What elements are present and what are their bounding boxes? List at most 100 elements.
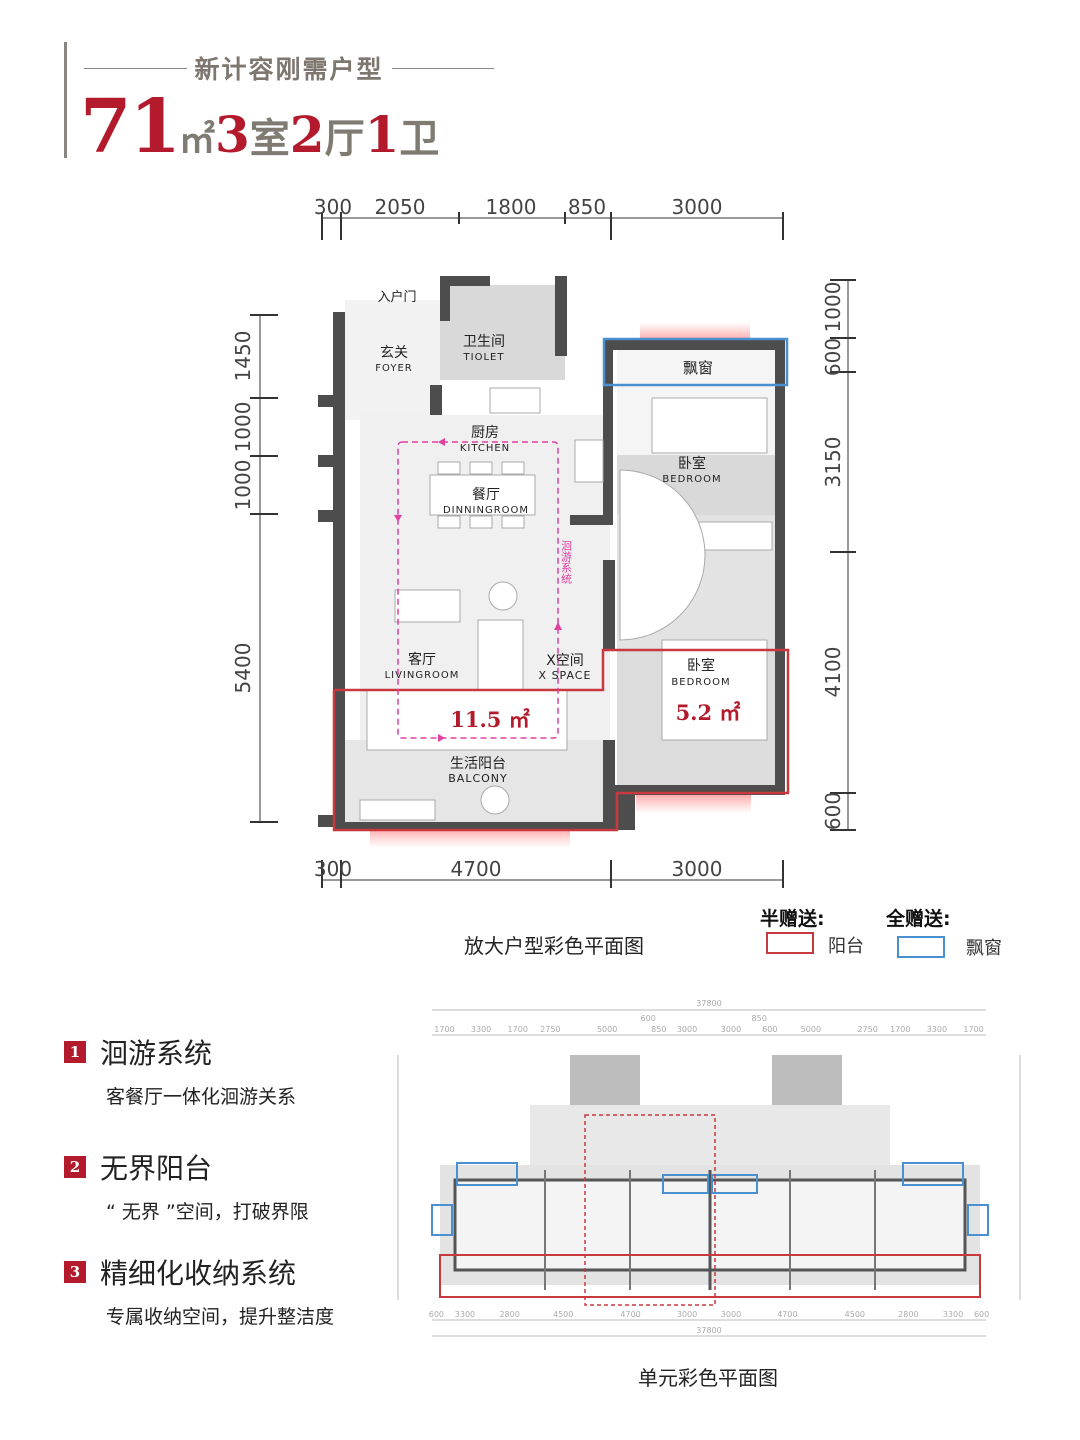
dim-label: 600 [821,792,845,830]
dim-label: 300 [314,195,352,219]
feature-item: 2 无界阳台 “ 无界 ”空间，打破界限 [64,1147,309,1224]
label-entry: 入户门 [377,289,416,305]
label-toilet-en: TIOLET [463,352,505,363]
unit-dim-label: 600 [974,1310,989,1319]
bay-window-outline [602,337,789,387]
label-toilet: 卫生间 [463,334,505,350]
divider-line [391,67,495,69]
unit-dim-total: 37800 [696,999,721,1008]
label-balcony: 生活阳台 [450,756,506,772]
loop-path [397,441,559,739]
unit-dim-label: 3300 [455,1310,475,1319]
divider-line [84,67,187,69]
unit-dim-label: 5000 [597,1025,617,1034]
dim-label: 3000 [672,857,723,881]
page-title: 71 ㎡ 3 室 2 厅 1 卫 [80,84,439,170]
dim-label: 850 [568,195,606,219]
unit-plan: 1700 3300 1700 2750 5000 600 850 3000 3000 850 600… [397,999,1021,1337]
label-kitchen: 厨房 [471,425,499,441]
dim-label: 2050 [375,195,426,219]
unit-dim-label: 1700 [963,1025,983,1034]
legend-full-item: 飘窗 [966,938,1002,959]
label-dining: 餐厅 [472,487,500,503]
dim-label: 300 [314,857,352,881]
unit-dim-label: 3000 [677,1025,697,1034]
unit-bay-windows [431,1162,989,1236]
window-glow [640,322,750,340]
subtitle-row: 新计容刚需户型 [84,50,495,86]
unit-dim-label: 850 [651,1025,666,1034]
feature-desc: 客餐厅一体化洄游关系 [106,1086,297,1108]
label-foyer: 玄关 [380,344,408,361]
label-bedroom-2: 卧室 [687,657,715,674]
legend-half-swatch [766,932,814,954]
area-value: 71 [80,84,181,170]
unit-dim-total: 37800 [696,1326,721,1335]
feature-number: 2 [64,1156,86,1178]
unit-dim-label: 1700 [508,1025,528,1034]
unit-dim-label: 3000 [721,1310,741,1319]
label-loop: 洄游系统 [560,540,573,584]
unit-dim-label: 4500 [845,1310,865,1319]
baths-label: 卫 [399,115,440,162]
legend-full-title: 全赠送: [886,908,951,930]
bedroom-area: 5.2 ㎡ [676,700,741,725]
dim-label: 1450 [231,331,255,382]
unit-dim-label: 2750 [540,1025,560,1034]
unit-dim-label: 1700 [890,1025,910,1034]
legend-half-title: 半赠送: [760,908,825,930]
unit-dim-label: 4500 [553,1310,573,1319]
unit-dim-label: 600 [429,1310,444,1319]
unit-balconies [439,1254,981,1298]
label-bedroom-1-en: BEDROOM [662,474,721,485]
label-living: 客厅 [408,651,436,668]
dim-label: 4100 [821,647,845,698]
area-unit: ㎡ [178,119,215,161]
legend-full-swatch [897,936,945,958]
unit-dim-label: 3300 [471,1025,491,1034]
dim-label: 600 [821,338,845,376]
unit-dim-label: 1700 [434,1025,454,1034]
label-foyer-en: FOYER [375,363,412,374]
walls [318,276,785,830]
label-kitchen-en: KITCHEN [460,443,510,454]
unit-dim-label: 3300 [943,1310,963,1319]
unit-dim-label: 600 [762,1025,777,1034]
feature-title: 无界阳台 [100,1152,213,1185]
unit-dim-label: 850 [752,1014,767,1023]
furniture [359,387,773,821]
legend-half-item: 阳台 [828,936,864,957]
feature-title: 洄游系统 [100,1037,213,1070]
unit-dim-label: 2800 [898,1310,918,1319]
rooms-num: 3 [215,105,250,164]
feature-desc: “ 无界 ”空间，打破界限 [106,1201,309,1223]
highlighted-unit [584,1114,716,1306]
dim-label: 3000 [672,195,723,219]
halls-num: 2 [289,105,325,164]
dim-label: 4700 [451,857,502,881]
label-xspace: X空间 [546,653,584,669]
label-dining-en: DINNINGROOM [443,505,529,516]
halls-label: 厅 [324,115,365,162]
dim-label: 1000 [821,282,845,333]
dimension-lines [250,212,856,888]
window-glow [370,828,570,848]
feature-title: 精细化收纳系统 [100,1257,297,1290]
unit-dim-label: 5000 [801,1025,821,1034]
label-xspace-en: X SPACE [539,669,592,682]
unit-dim-label: 2800 [499,1310,519,1319]
unit-dim-label: 2750 [857,1025,877,1034]
label-balcony-en: BALCONY [448,772,508,785]
loop-arrows [394,438,562,742]
unit-plan-caption: 单元彩色平面图 [638,1366,778,1390]
label-bedroom-1: 卧室 [678,455,706,472]
dim-label: 3150 [821,437,845,488]
title-accent-bar [64,42,67,158]
dim-label: 5400 [231,643,255,694]
unit-dim-label: 4700 [777,1310,797,1319]
unit-dim-label: 3000 [721,1025,741,1034]
rooms-label: 室 [249,115,290,162]
feature-number: 3 [64,1261,86,1283]
